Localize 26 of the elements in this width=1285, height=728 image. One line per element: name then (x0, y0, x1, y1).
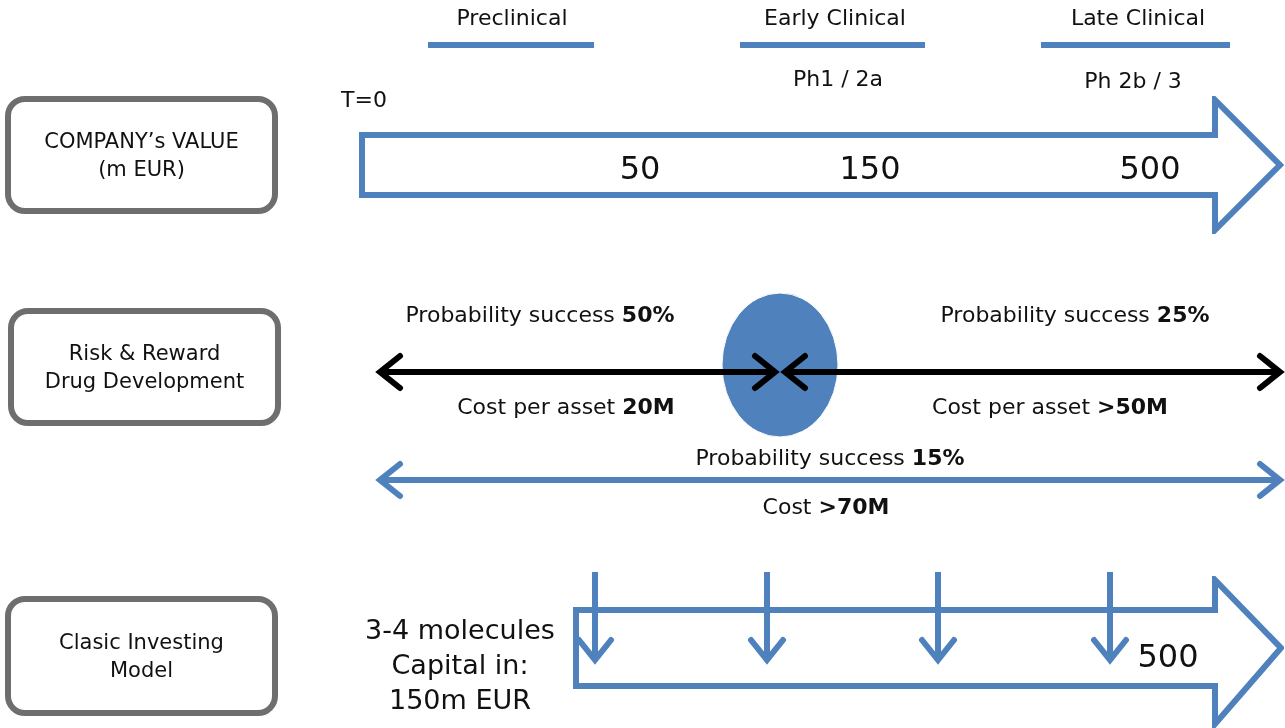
value-number: 500 (1137, 637, 1199, 675)
arrow (576, 572, 614, 663)
double-arrow (782, 353, 1283, 391)
value-number: 50 (619, 149, 661, 187)
phase-note: Ph 2b / 3 (1084, 67, 1182, 93)
probability-text: Probability success 15% (695, 444, 965, 470)
category-box: Risk & Reward Drug Development (8, 308, 281, 426)
arrow (919, 572, 957, 663)
phase-heading: Early Clinical (764, 4, 906, 30)
phase-note: Ph1 / 2a (792, 65, 884, 91)
double-arrow (377, 353, 778, 391)
category-box: COMPANY’s VALUE (m EUR) (5, 96, 278, 214)
phase-heading: Late Clinical (1070, 4, 1206, 30)
probability-text: Probability success 50% (405, 301, 675, 327)
category-box: Clasic Investing Model (5, 596, 278, 716)
cost-text: Cost >70M (762, 493, 890, 519)
cost-text: Cost per asset >50M (932, 393, 1168, 419)
value-number: 150 (839, 149, 901, 187)
time-marker: T=0 (341, 86, 387, 112)
arrow (1091, 572, 1129, 663)
probability-text: Probability success 25% (940, 301, 1210, 327)
phase-heading: Preclinical (456, 4, 568, 30)
capital-note: 3-4 molecules Capital in: 150m EUR (364, 613, 556, 718)
cost-text: Cost per asset 20M (457, 393, 675, 419)
value-number: 500 (1119, 149, 1181, 187)
arrow (748, 572, 786, 663)
